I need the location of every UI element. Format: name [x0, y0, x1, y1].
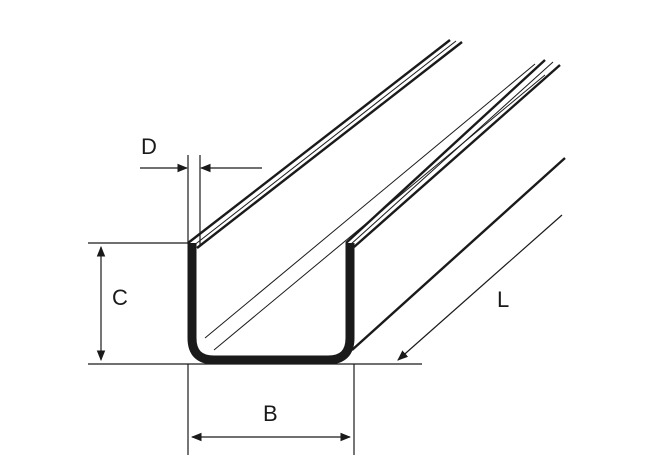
- dimension-d: [140, 155, 262, 245]
- label-c: C: [112, 285, 128, 310]
- inner-wall-edge: [213, 74, 546, 351]
- inner-floor-edge: [204, 63, 536, 339]
- dimension-c: [88, 242, 190, 365]
- profile-outer: [187, 243, 355, 365]
- right-flange-edge-mid: [349, 61, 554, 246]
- l-arrow: [397, 214, 563, 361]
- extrusion-edges: [187, 39, 566, 351]
- label-b: B: [263, 401, 278, 426]
- left-flange-edge-mid: [192, 40, 457, 247]
- left-flange-edge-outer: [187, 39, 451, 244]
- right-flange-edge-inner: [353, 64, 561, 248]
- label-l: L: [497, 287, 509, 312]
- dimension-l: [190, 214, 563, 365]
- label-d: D: [141, 134, 157, 159]
- channel-profile: [187, 243, 355, 365]
- left-flange-edge-inner: [196, 41, 463, 249]
- outer-bottom-edge: [351, 157, 566, 351]
- dimension-b: [187, 364, 355, 455]
